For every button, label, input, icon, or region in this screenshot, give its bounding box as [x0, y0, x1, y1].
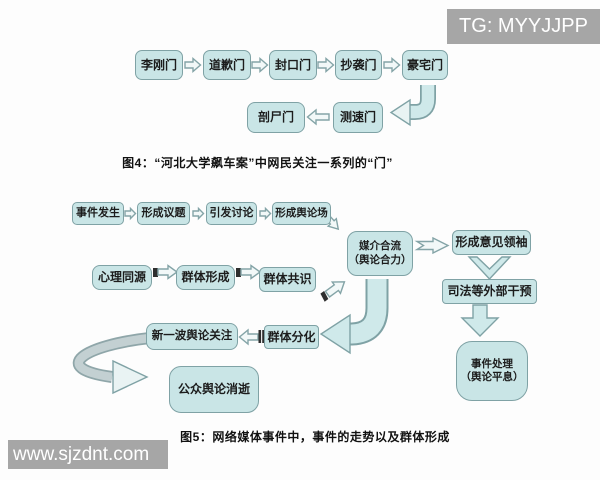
box-label: 形成议题 [141, 206, 186, 219]
box-label: 引发讨论 [209, 206, 254, 219]
down-arrow-icon [460, 304, 500, 337]
box-ligang-gate: 李刚门 [135, 50, 183, 80]
box-poushi-gate: 剖尸门 [247, 102, 305, 133]
box-daoqian-gate: 道歉门 [203, 50, 251, 80]
left-arrowhead-icon [319, 313, 351, 355]
box-public-opinion-fades: 公众舆论消逝 [169, 366, 259, 413]
box-label: 豪宅门 [406, 57, 443, 72]
box-group-split: 群体分化 [264, 325, 319, 349]
box-group-consensus: 群体共识 [259, 267, 316, 292]
figure5-caption: 图5：网络媒体事件中，事件的走势以及群体形成 [180, 430, 450, 444]
box-event-occurs: 事件发生 [72, 202, 124, 225]
chevron-right-arrow-icon [414, 236, 450, 255]
right-arrow-icon [251, 56, 269, 74]
box-cesu-gate: 测速门 [333, 102, 383, 133]
box-haozhai-gate: 豪宅门 [402, 50, 448, 80]
box-label: 司法等外部干预 [447, 284, 532, 298]
right-arrow-icon [317, 56, 335, 74]
box-label-line2: （舆论平息） [460, 371, 524, 383]
curve-arrow-haozhai-to-cesu [389, 85, 436, 127]
box-label: 道歉门 [208, 57, 245, 72]
notched-down-arrow-icon [467, 256, 512, 281]
box-label: 群体共识 [263, 272, 312, 286]
box-label: 群体形成 [181, 270, 230, 284]
box-label-line2: （舆论合力） [348, 253, 412, 266]
box-label: 李刚门 [140, 57, 177, 72]
box-label: 形成舆论场 [275, 206, 328, 219]
swoosh-arrow-xinyibo-to-xiaoshi [72, 332, 151, 395]
box-label: 剖尸门 [257, 110, 294, 124]
box-label: 心理同源 [97, 270, 146, 284]
box-label: 形成意见领袖 [455, 235, 528, 249]
arrow-tail-bar [236, 268, 241, 277]
box-label: 封口门 [274, 57, 311, 72]
watermark-bottom-left: www.sjzdnt.com [8, 440, 168, 469]
left-arrow-fenhua-to-xinyibo [238, 328, 265, 346]
arrow-tail-bar [153, 268, 158, 277]
box-topic-forms: 形成议题 [137, 202, 190, 225]
box-opinion-leader: 形成意见领袖 [452, 230, 531, 255]
box-opinion-field-forms: 形成舆论场 [272, 202, 331, 225]
box-label: 抄袭门 [340, 57, 377, 72]
box-judicial-intervention: 司法等外部干预 [442, 279, 537, 304]
right-arrow-icon [259, 206, 272, 221]
right-arrowhead-icon [112, 359, 149, 395]
left-arrowhead-icon [389, 98, 411, 127]
right-arrow-icon [184, 56, 202, 74]
box-chaoxi-gate: 抄袭门 [335, 50, 382, 80]
box-group-forms: 群体形成 [176, 265, 235, 290]
box-psych-homology: 心理同源 [92, 265, 152, 290]
box-label: 测速门 [339, 110, 376, 124]
box-event-settled: 事件处理 （舆论平息） [456, 341, 528, 401]
right-arrow-icon [383, 56, 401, 74]
watermark-top-right: TG: MYYJJPP [447, 9, 600, 44]
right-arrow-icon [157, 264, 179, 280]
box-label-line1: 媒介合流 [359, 240, 401, 253]
box-label-line1: 事件处理 [471, 357, 513, 370]
box-label: 新一波舆论关注 [151, 330, 233, 343]
curve-arrow-meijie-to-fenhua [319, 279, 389, 355]
box-media-convergence: 媒介合流 （舆论合力） [347, 231, 413, 276]
left-arrow-icon [306, 108, 330, 126]
box-fengkou-gate: 封口门 [269, 50, 317, 80]
figure4-caption: 图4：“河北大学飙车案”中网民关注一系列的“门” [122, 156, 393, 170]
box-new-wave-attention: 新一波舆论关注 [146, 323, 238, 350]
right-arrow-icon [240, 264, 262, 280]
tilted-arrow-gongshi-to-meijie [320, 281, 346, 302]
box-label: 事件发生 [76, 206, 120, 219]
right-arrow-icon [124, 206, 137, 221]
box-label: 公众舆论消逝 [177, 382, 250, 396]
box-label: 群体分化 [267, 329, 316, 344]
right-arrow-icon [192, 206, 205, 221]
box-discussion-sparked: 引发讨论 [206, 202, 257, 225]
